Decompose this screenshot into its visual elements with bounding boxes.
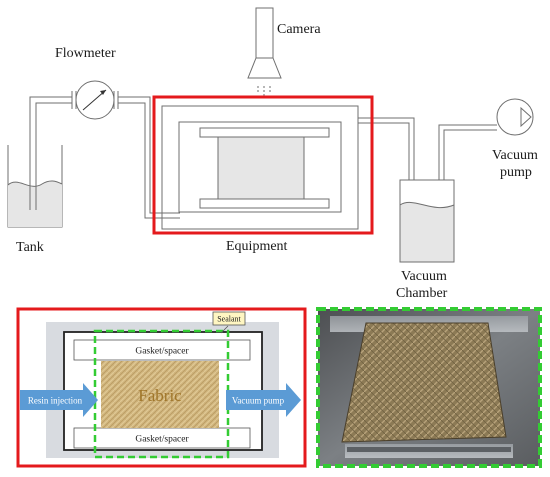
mold-inset — [16, 307, 307, 468]
equipment-label: Equipment — [226, 239, 288, 254]
fabric-label: Fabric — [138, 386, 182, 405]
camera-label: Camera — [277, 22, 321, 37]
vacuum-pump-arrow-label: Vacuum pump — [232, 396, 285, 406]
equipment-highlight — [152, 95, 374, 235]
vacuum-pump-arrow — [226, 383, 301, 417]
pump-icon — [496, 98, 534, 136]
camera-icon — [247, 7, 282, 96]
vacuum-chamber-label-line1: Vacuum — [401, 269, 447, 284]
tank-label: Tank — [16, 240, 44, 255]
gasket-bottom-label: Gasket/spacer — [135, 435, 189, 445]
fabric-mat — [341, 322, 507, 443]
gasket-top-label: Gasket/spacer — [135, 347, 189, 357]
flowmeter-label: Flowmeter — [55, 46, 116, 61]
tank — [7, 145, 63, 228]
equipment — [161, 105, 359, 230]
vacuum-pump-label-line1: Vacuum — [492, 148, 538, 163]
gasket-top — [73, 339, 251, 361]
sealant-label: Sealant — [217, 315, 241, 324]
inlet-pipe — [29, 96, 180, 219]
fabric-area — [101, 361, 219, 428]
fabric-sample-photo — [316, 307, 542, 468]
flowmeter-gauge-icon — [71, 80, 119, 120]
sealant-boundary — [93, 329, 230, 459]
vacuum-pump-label-line2: pump — [500, 165, 532, 180]
vacuum-chamber — [399, 179, 455, 263]
resin-injection-label: Resin injection — [28, 396, 83, 406]
outlet-pipe — [358, 117, 497, 192]
schematic — [7, 7, 534, 263]
resin-injection-arrow — [20, 383, 98, 417]
vacuum-chamber-label-line2: Chamber — [396, 286, 448, 301]
